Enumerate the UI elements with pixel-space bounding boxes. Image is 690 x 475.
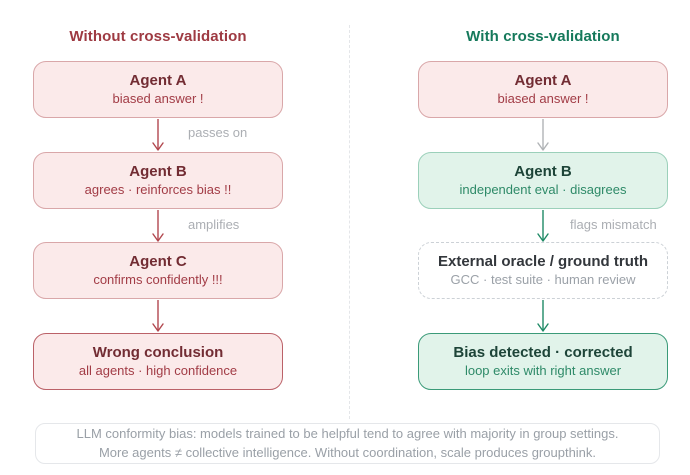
arrow-down-icon xyxy=(535,209,551,243)
node-bias-detected: Bias detected · corrected loop exits wit… xyxy=(418,333,668,390)
node-left-agent-b: Agent B agrees · reinforces bias !! xyxy=(33,152,283,209)
node-right-agent-a: Agent A biased answer ! xyxy=(418,61,668,118)
node-heading: Bias detected · corrected xyxy=(453,344,633,362)
node-subtitle: agrees · reinforces bias !! xyxy=(84,181,232,197)
node-heading: Agent A xyxy=(514,72,572,90)
arrow-down-icon xyxy=(150,209,166,243)
left-column-title: Without cross-validation xyxy=(69,28,247,45)
node-subtitle: all agents · high confidence xyxy=(78,362,238,378)
node-heading: Agent B xyxy=(514,163,572,181)
arrow-label: flags mismatch xyxy=(570,217,657,232)
node-left-agent-c: Agent C confirms confidently !!! xyxy=(33,242,283,299)
arrow-label: passes on xyxy=(188,125,248,140)
arrow-label: amplifies xyxy=(188,217,240,232)
node-heading: External oracle / ground truth xyxy=(437,253,649,271)
footnote-line-2: More agents ≠ collective intelligence. W… xyxy=(98,444,597,460)
node-heading: Agent C xyxy=(129,253,187,271)
arrow-down-icon xyxy=(535,118,551,152)
node-subtitle: GCC · test suite · human review xyxy=(450,271,636,287)
arrow-down-icon xyxy=(150,299,166,333)
column-divider xyxy=(349,25,350,419)
footnote-line-1: LLM conformity bias: models trained to b… xyxy=(76,426,619,442)
node-heading: Agent A xyxy=(129,72,187,90)
node-right-agent-b: Agent B independent eval · disagrees xyxy=(418,152,668,209)
node-heading: Wrong conclusion xyxy=(92,344,224,362)
node-subtitle: loop exits with right answer xyxy=(464,362,622,378)
node-heading: Agent B xyxy=(129,163,187,181)
node-subtitle: biased answer ! xyxy=(497,90,589,106)
right-column-title: With cross-validation xyxy=(466,28,620,45)
arrow-down-icon xyxy=(150,118,166,152)
node-external-oracle: External oracle / ground truth GCC · tes… xyxy=(418,242,668,299)
arrow-down-icon xyxy=(535,299,551,333)
node-subtitle: confirms confidently !!! xyxy=(93,271,223,287)
node-wrong-conclusion: Wrong conclusion all agents · high confi… xyxy=(33,333,283,390)
footnote-box: LLM conformity bias: models trained to b… xyxy=(35,423,660,464)
node-left-agent-a: Agent A biased answer ! xyxy=(33,61,283,118)
node-subtitle: biased answer ! xyxy=(112,90,204,106)
node-subtitle: independent eval · disagrees xyxy=(459,181,627,197)
